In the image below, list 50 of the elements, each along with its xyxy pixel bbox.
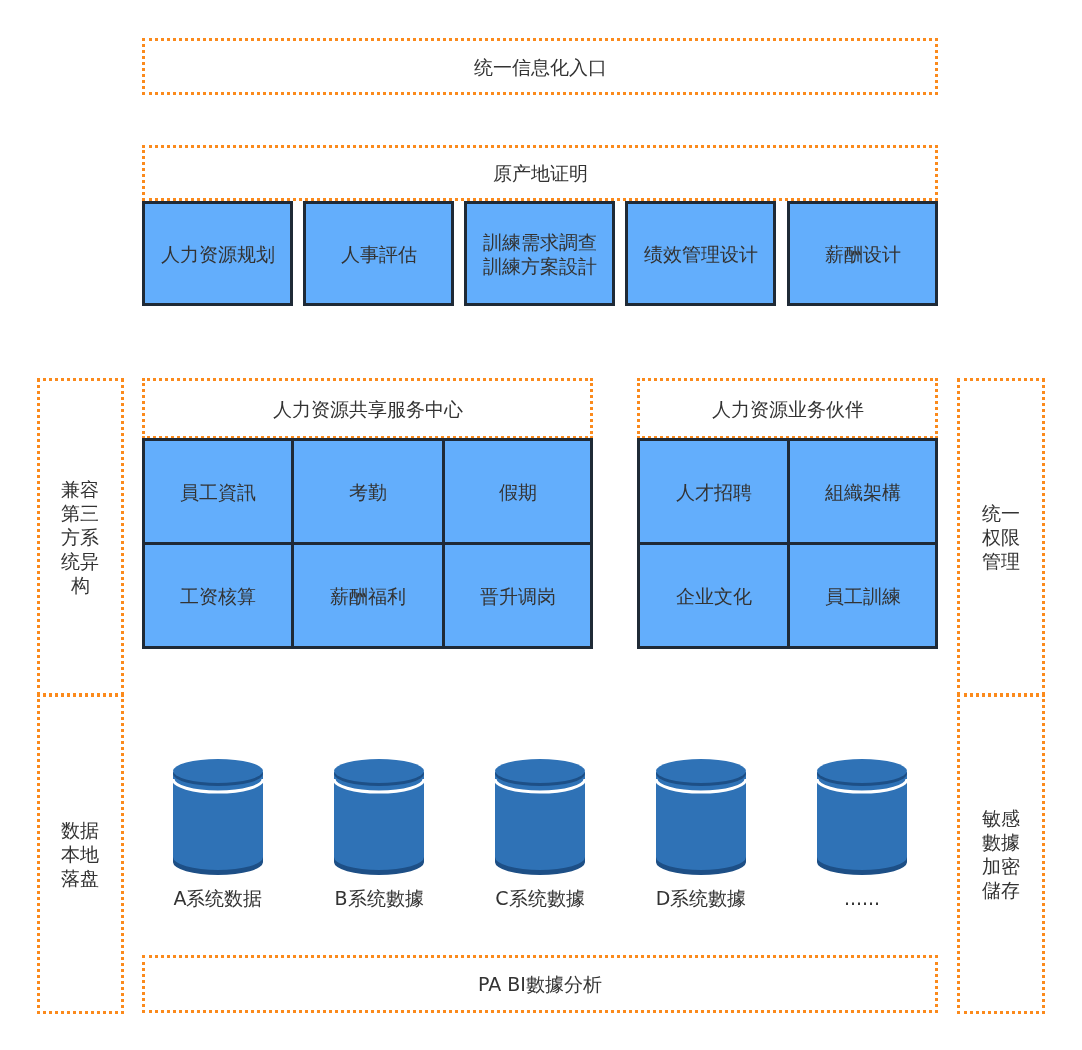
module-label: 組織架構 (824, 479, 901, 504)
side-title: 敏感數據加密儲存 (981, 806, 1021, 902)
module-tile (142, 438, 294, 545)
side-frame (957, 378, 1045, 696)
side-frame (37, 694, 124, 1014)
module-tile (291, 438, 445, 545)
database-caption: B系统數據 (334, 886, 424, 910)
side-title: 统一权限管理 (981, 501, 1021, 573)
module-label: 人才招聘 (675, 479, 752, 504)
module-label: 訓練需求調查訓練方案設計 (481, 229, 598, 278)
module-tile (637, 542, 790, 649)
module-tile (303, 201, 454, 306)
module-label: 工资核算 (180, 583, 256, 608)
module-label: 員工訓練 (824, 583, 901, 608)
module-label: 假期 (498, 479, 537, 504)
module-tile (787, 438, 938, 545)
module-label: 薪酬福利 (330, 583, 406, 608)
side-frame (957, 694, 1045, 1014)
module-tile (442, 438, 593, 545)
module-label: 晋升调岗 (479, 583, 556, 608)
module-tile (464, 201, 615, 306)
layer-title: 人力资源共享服务中心 (272, 396, 463, 421)
module-tile (142, 542, 294, 649)
module-tile (442, 542, 593, 649)
layer-frame (142, 955, 938, 1013)
layer-title: 原产地证明 (492, 161, 588, 185)
module-tile (142, 201, 293, 306)
database-caption: D系统數據 (655, 886, 747, 910)
layer-title: 人力资源业务伙伴 (711, 396, 864, 421)
database-caption: A系统数据 (173, 886, 263, 910)
module-tile (637, 438, 790, 545)
layer-frame (142, 38, 938, 95)
module-label: 人事評估 (340, 241, 417, 266)
module-tile (291, 542, 445, 649)
database-caption: ...... (843, 886, 881, 910)
side-frame (37, 378, 124, 696)
module-tile (625, 201, 776, 306)
module-label: 绩效管理设计 (643, 241, 758, 266)
module-label: 員工資訊 (180, 479, 256, 504)
module-label: 薪酬设计 (824, 241, 901, 266)
module-label: 人力资源规划 (160, 241, 275, 266)
module-label: 企业文化 (675, 583, 752, 608)
module-tile (787, 542, 938, 649)
module-tile (787, 201, 938, 306)
module-label: 考勤 (349, 479, 387, 504)
side-title: 兼容第三方系统异构 (60, 477, 101, 597)
layer-title: PA BI數據分析 (478, 972, 602, 996)
layer-title: 统一信息化入口 (473, 54, 607, 79)
side-title: 数据本地落盘 (60, 818, 101, 890)
database-caption: C系统數據 (495, 886, 585, 910)
